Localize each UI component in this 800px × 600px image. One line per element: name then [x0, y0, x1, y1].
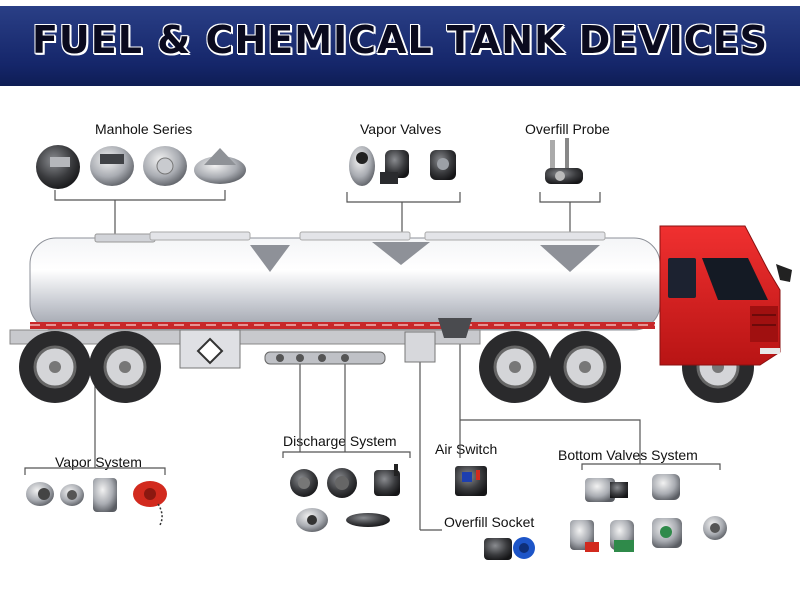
- callout-lines: [24, 190, 721, 531]
- manhole-series-parts: [36, 145, 246, 189]
- label-discharge-system: Discharge System: [283, 433, 397, 449]
- label-bottom-valves-system: Bottom Valves System: [558, 447, 698, 463]
- vapor-valve-parts: [349, 146, 456, 186]
- title-banner: FUEL & CHEMICAL TANK DEVICES: [0, 0, 800, 92]
- overfill-socket-part: [484, 537, 535, 560]
- air-switch-part: [455, 466, 487, 496]
- truck-cab: [659, 225, 792, 366]
- label-overfill-socket: Overfill Socket: [444, 514, 535, 530]
- bottom-valves-parts: [570, 474, 727, 552]
- label-manhole-series: Manhole Series: [95, 121, 193, 137]
- page-title: FUEL & CHEMICAL TANK DEVICES: [31, 18, 769, 62]
- label-air-switch: Air Switch: [435, 441, 498, 457]
- label-vapor-system: Vapor System: [55, 454, 142, 470]
- overfill-probe-part: [545, 138, 583, 184]
- discharge-system-parts: [290, 464, 400, 532]
- tank-body: [29, 231, 661, 331]
- label-overfill-probe: Overfill Probe: [525, 121, 610, 137]
- vapor-system-parts: [26, 478, 167, 526]
- label-vapor-valves: Vapor Valves: [360, 121, 442, 137]
